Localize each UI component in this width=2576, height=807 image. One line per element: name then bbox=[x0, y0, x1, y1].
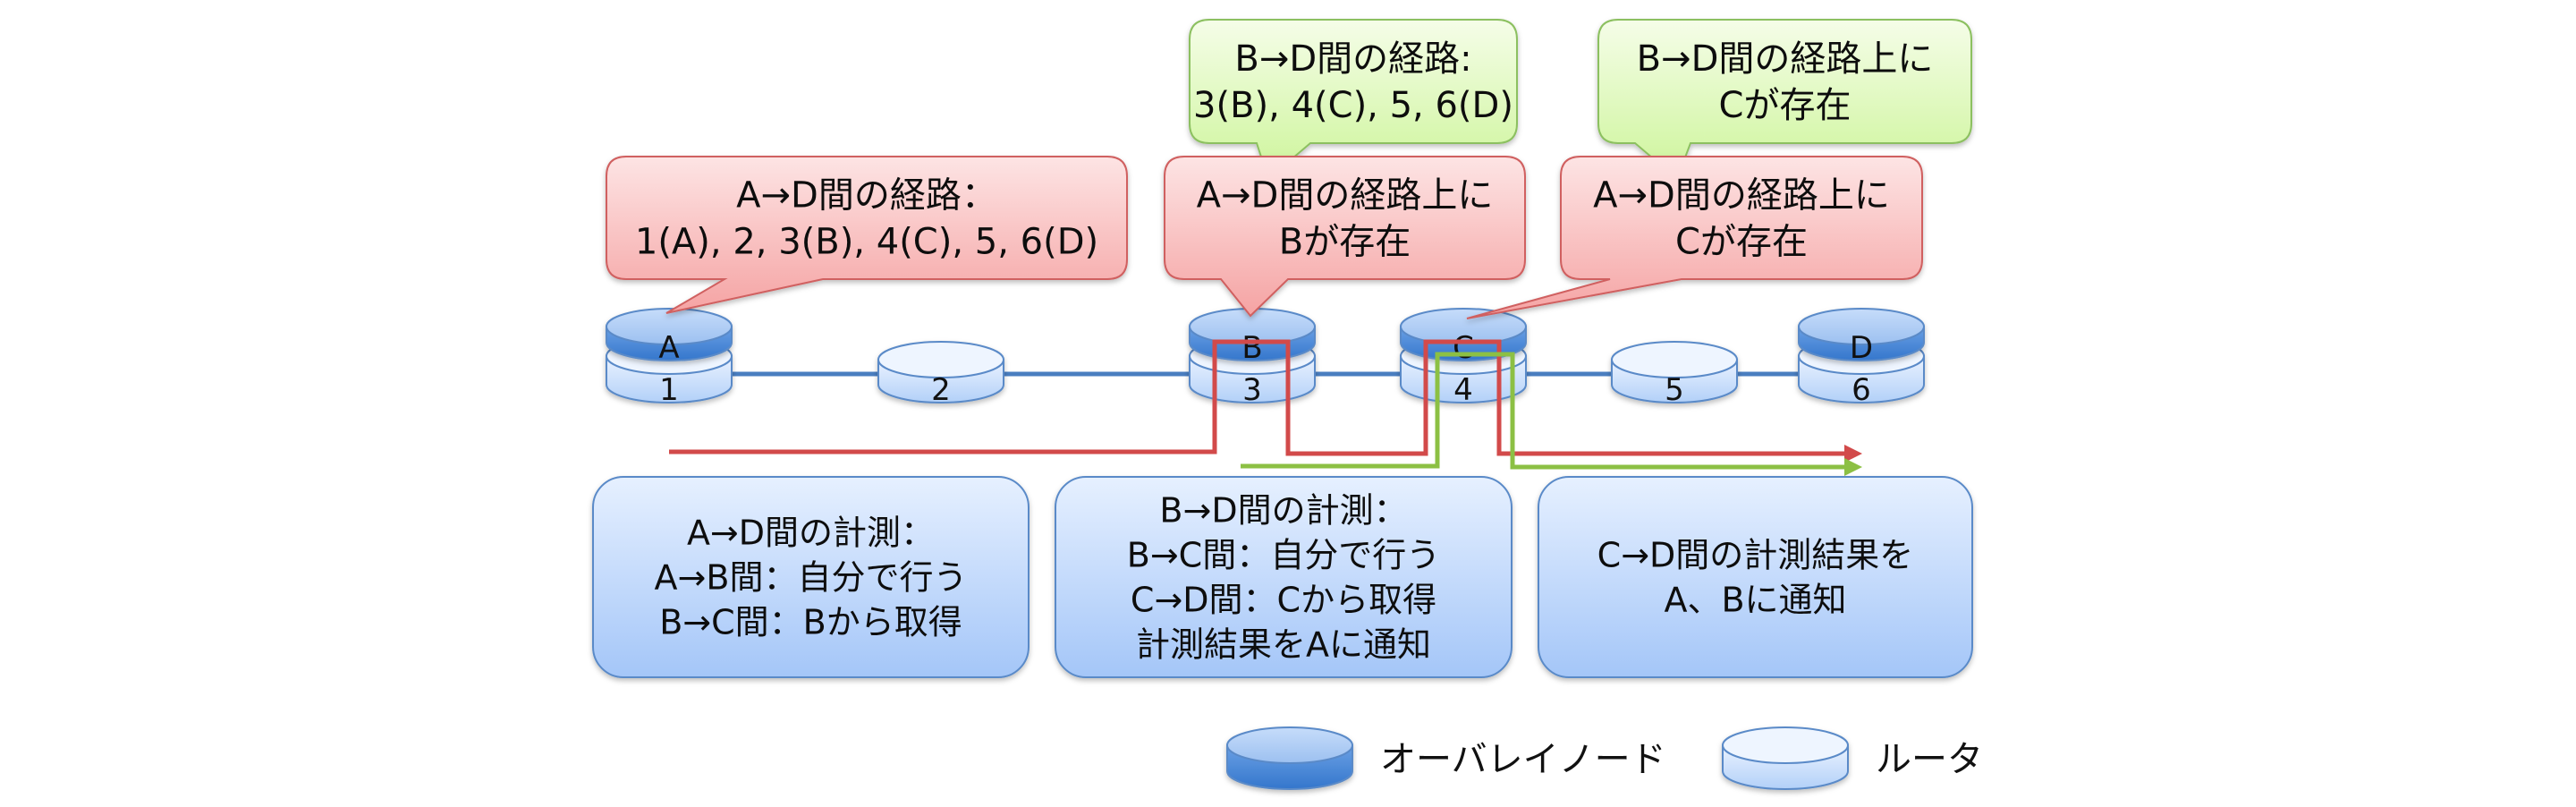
router-icon bbox=[1722, 726, 1849, 790]
router-label: 1 bbox=[659, 372, 679, 408]
router-icon bbox=[1611, 341, 1738, 404]
callout-text: Cが存在 bbox=[1675, 222, 1808, 263]
node-1[interactable]: A1 bbox=[606, 308, 733, 408]
callout-text: A→D間の経路： bbox=[736, 175, 997, 217]
router-label: 2 bbox=[931, 372, 951, 408]
callout-red-c-on-route: A→D間の経路上に Cが存在 bbox=[1466, 156, 1923, 319]
callouts-layer: B→D間の経路: 3(B), 4(C), 5, 6(D) B→D間の経路上に Cが存在… bbox=[606, 19, 1972, 319]
info-box-text: C→D間の計測結果を bbox=[1597, 535, 1914, 574]
info-box-text: A→D間の計測： bbox=[687, 513, 935, 552]
arrow-head-green bbox=[1844, 458, 1862, 476]
router-label: 3 bbox=[1242, 372, 1262, 408]
arrow-head-red bbox=[1844, 445, 1862, 463]
info-box-text: B→C間：自分で行う bbox=[1127, 535, 1440, 574]
info-box-3: C→D間の計測結果を A、Bに通知 bbox=[1538, 476, 1973, 678]
overlay-node-icon bbox=[1798, 308, 1925, 361]
router-label: 6 bbox=[1852, 372, 1871, 408]
info-box-text: B→D間の計測： bbox=[1159, 490, 1407, 530]
router-label: 4 bbox=[1453, 372, 1473, 408]
router-icon bbox=[877, 341, 1004, 404]
callout-text: Cが存在 bbox=[1719, 85, 1852, 126]
info-box-1: A→D間の計測： A→B間：自分で行う B→C間：Bから取得 bbox=[592, 476, 1030, 678]
callout-green-c-on-route: B→D間の経路上に Cが存在 bbox=[1597, 19, 1972, 181]
info-boxes-layer: A→D間の計測： A→B間：自分で行う B→C間：Bから取得 B→D間の計測： B→C間… bbox=[592, 476, 1973, 678]
legend-router: ルータ bbox=[1722, 726, 1983, 790]
callout-text: 1(A), 2, 3(B), 4(C), 5, 6(D) bbox=[635, 222, 1098, 263]
callout-red-b-on-route: A→D間の経路上に Bが存在 bbox=[1164, 156, 1526, 318]
node-6[interactable]: D6 bbox=[1798, 308, 1925, 408]
info-box-text: B→C間：Bから取得 bbox=[659, 602, 962, 641]
overlay-node-label: B bbox=[1241, 330, 1262, 366]
legend-overlay: オーバレイノード bbox=[1226, 726, 1666, 790]
overlay-node-label: A bbox=[658, 330, 679, 366]
legend-overlay-label: オーバレイノード bbox=[1380, 739, 1666, 780]
measurement-paths bbox=[669, 339, 1862, 476]
callout-text: B→D間の経路: bbox=[1234, 38, 1471, 80]
callout-text: 3(B), 4(C), 5, 6(D) bbox=[1193, 85, 1513, 126]
legend-router-label: ルータ bbox=[1876, 739, 1983, 780]
callout-text: A→D間の経路上に bbox=[1197, 175, 1494, 217]
callout-text: A→D間の経路上に bbox=[1593, 175, 1890, 217]
router-label: 5 bbox=[1665, 372, 1684, 408]
info-box-text: C→D間：Cから取得 bbox=[1131, 580, 1436, 619]
callout-green-bd-route: B→D間の経路: 3(B), 4(C), 5, 6(D) bbox=[1189, 19, 1518, 181]
overlay-node-icon bbox=[606, 308, 733, 361]
info-box-text: A、Bに通知 bbox=[1664, 580, 1846, 619]
callout-red-ad-route: A→D間の経路： 1(A), 2, 3(B), 4(C), 5, 6(D) bbox=[606, 156, 1128, 314]
node-3[interactable]: B3 bbox=[1189, 308, 1316, 408]
callout-text: B→D間の経路上に bbox=[1637, 38, 1934, 80]
path-b-to-d bbox=[1241, 352, 1852, 470]
node-5[interactable]: 5 bbox=[1611, 341, 1738, 408]
path-a-to-d bbox=[669, 339, 1852, 456]
overlay-node-label: D bbox=[1850, 330, 1873, 366]
overlay-node-label: C bbox=[1453, 330, 1474, 366]
callout-text: Bが存在 bbox=[1279, 222, 1411, 263]
legend: オーバレイノード ルータ bbox=[1226, 726, 1983, 790]
node-4[interactable]: C4 bbox=[1400, 308, 1527, 408]
info-box-text: A→B間：自分で行う bbox=[655, 557, 968, 597]
node-2[interactable]: 2 bbox=[877, 341, 1004, 408]
overlay-node-icon bbox=[1226, 726, 1353, 790]
info-box-text: 計測結果をAに通知 bbox=[1136, 624, 1431, 664]
